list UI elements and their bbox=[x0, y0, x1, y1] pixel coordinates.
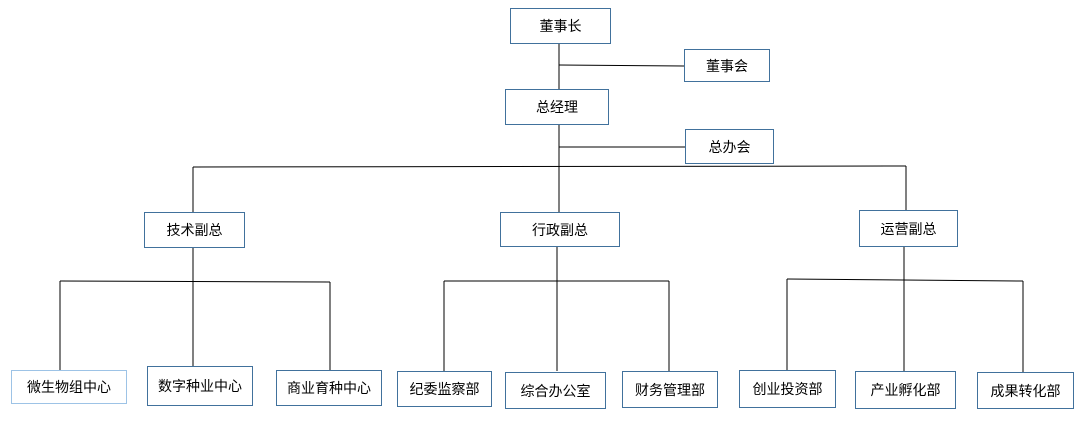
node-admin-vp: 行政副总 bbox=[500, 212, 620, 247]
node-general-manager: 总经理 bbox=[505, 89, 609, 125]
node-discipline-dept: 纪委监察部 bbox=[397, 371, 492, 407]
node-digital-breeding-center: 数字种业中心 bbox=[147, 366, 253, 406]
node-commercial-breeding-center: 商业育种中心 bbox=[276, 370, 382, 406]
node-ops-vp: 运营副总 bbox=[859, 210, 958, 247]
node-transfer-dept: 成果转化部 bbox=[977, 372, 1074, 409]
node-incubation-dept: 产业孵化部 bbox=[855, 371, 956, 409]
node-chairman: 董事长 bbox=[510, 8, 611, 44]
connector-tech-bus bbox=[59, 280, 331, 283]
connector-ops-bus bbox=[786, 278, 1024, 282]
node-finance-dept: 财务管理部 bbox=[622, 371, 718, 408]
node-microbe-center: 微生物组中心 bbox=[11, 370, 127, 404]
node-board: 董事会 bbox=[684, 49, 770, 82]
node-office-meeting: 总办会 bbox=[685, 129, 774, 164]
node-venture-dept: 创业投资部 bbox=[739, 370, 836, 408]
node-tech-vp: 技术副总 bbox=[144, 212, 245, 248]
node-general-office: 综合办公室 bbox=[505, 372, 606, 409]
connector-vp-bus bbox=[192, 165, 907, 168]
connector-board bbox=[558, 64, 685, 67]
